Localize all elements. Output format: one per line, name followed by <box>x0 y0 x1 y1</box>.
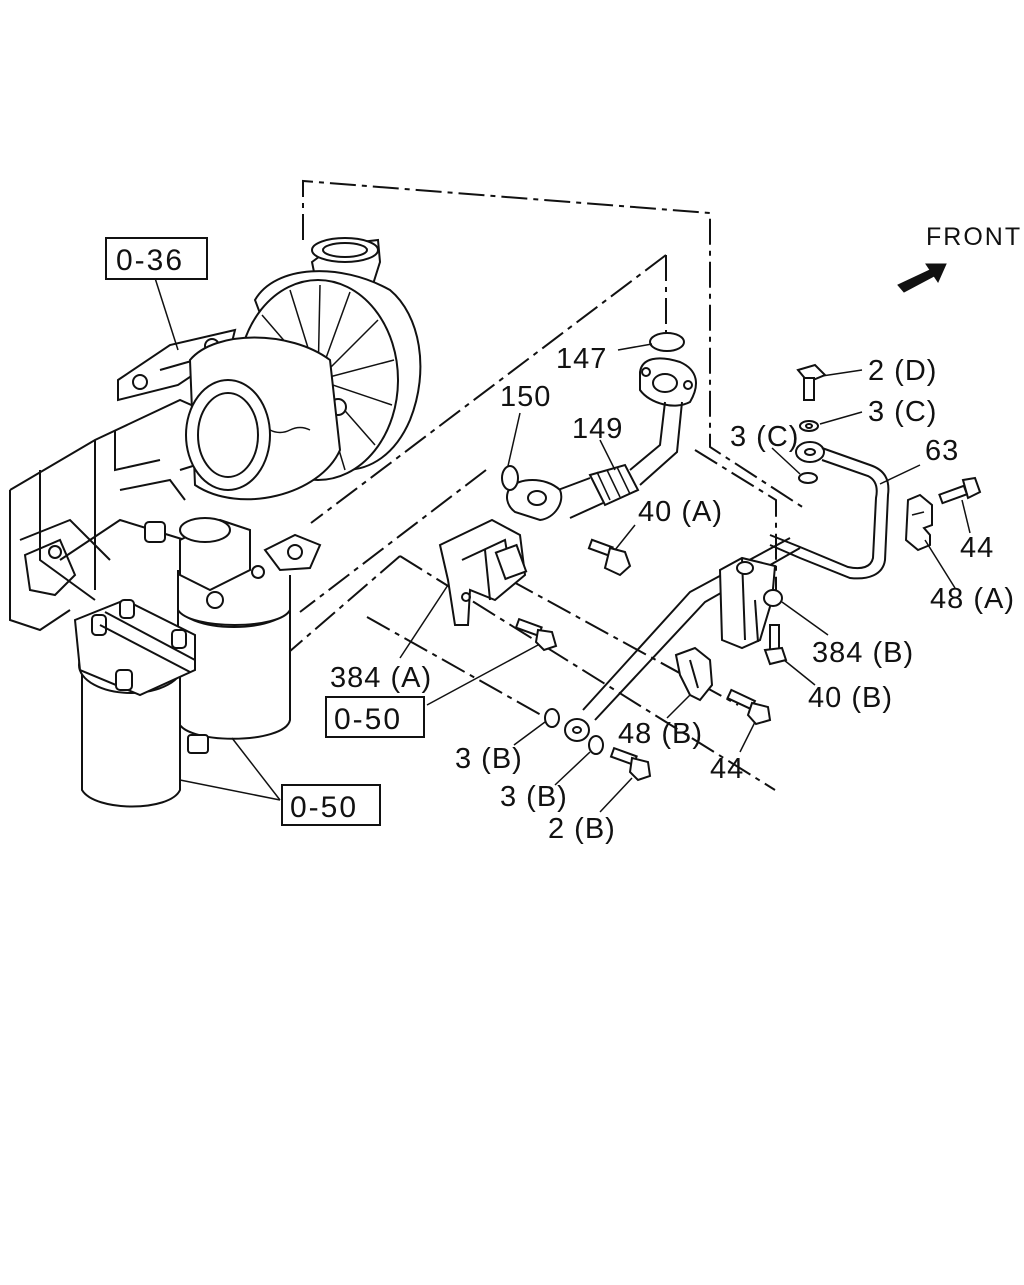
eye-fitting-bottom <box>564 718 590 742</box>
bracket-384b <box>718 556 783 650</box>
callout-40b: 40 (B) <box>808 682 893 714</box>
washer-3b-lower <box>588 735 604 755</box>
callout-384b: 384 (B) <box>812 637 914 669</box>
callout-44-bottom: 44 <box>710 753 744 785</box>
front-direction-indicator: FRONT <box>897 223 1022 293</box>
leader-lines <box>399 343 971 813</box>
callout-40a: 40 (A) <box>638 496 723 528</box>
ref-box-0-50-middle[interactable]: 0-50 <box>325 644 539 738</box>
front-label: FRONT <box>926 223 1022 251</box>
front-arrow-icon <box>897 263 947 293</box>
bracket-384a <box>438 518 528 626</box>
callout-63: 63 <box>925 435 959 467</box>
callout-150: 150 <box>500 381 551 413</box>
callout-2b: 2 (B) <box>548 813 616 845</box>
clip-48a <box>904 493 933 552</box>
callout-48b: 48 (B) <box>618 718 703 750</box>
turbocharger <box>185 237 422 501</box>
clip-48b <box>674 646 714 702</box>
bolt-2d <box>796 363 827 401</box>
oil-pipe-149 <box>506 357 697 522</box>
oil-filter-front <box>73 598 196 808</box>
washer-3c-lower <box>798 472 818 484</box>
ref-box-0-36[interactable]: 0-36 <box>105 237 208 280</box>
callout-147: 147 <box>556 343 607 375</box>
callout-3c-left: 3 (C) <box>730 421 799 453</box>
bolt-44-bottom <box>726 688 772 726</box>
bolt-center <box>514 617 558 652</box>
callout-44-top: 44 <box>960 532 994 564</box>
callout-384a: 384 (A) <box>330 662 432 694</box>
ref-box-0-50-bottom[interactable]: 0-50 <box>179 737 381 826</box>
o-ring-150 <box>501 465 519 491</box>
bolt-2b <box>609 746 652 782</box>
ref-box-0-50-middle-label: 0-50 <box>334 703 402 736</box>
callout-3c-right: 3 (C) <box>868 396 937 428</box>
callout-48a: 48 (A) <box>930 583 1015 615</box>
ref-box-0-50-bottom-label: 0-50 <box>290 791 358 824</box>
callout-3b-upper: 3 (B) <box>455 743 523 775</box>
ref-box-0-36-label: 0-36 <box>116 244 184 277</box>
part-callouts: 147 150 149 40 (A) 2 (D) 3 (C) 3 (C) 63 … <box>330 343 1015 845</box>
o-ring-147 <box>649 332 685 352</box>
eye-fitting-top <box>795 441 825 463</box>
oil-filter-rear <box>177 517 322 754</box>
callout-149: 149 <box>572 413 623 445</box>
bolt-44-top <box>938 476 982 505</box>
washer-3b-upper <box>544 708 560 728</box>
callout-2d: 2 (D) <box>868 355 937 387</box>
bolt-40b <box>763 624 788 666</box>
bolt-40a <box>587 538 632 577</box>
washer-3c-upper <box>799 420 819 432</box>
callout-3b-lower: 3 (B) <box>500 781 568 813</box>
